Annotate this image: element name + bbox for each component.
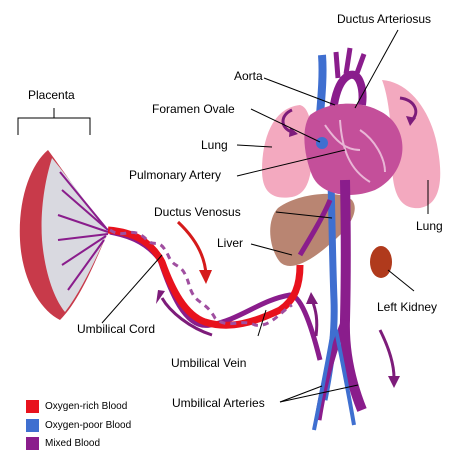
legend-swatch-oxygen-poor: [26, 419, 39, 432]
foramen-ovale-shunt: [316, 137, 328, 149]
leader-aorta: [263, 77, 336, 106]
label-pulmonary-artery: Pulmonary Artery: [129, 168, 222, 182]
legend-swatch-oxygen-rich: [26, 400, 39, 413]
legend-swatch-mixed: [26, 437, 39, 450]
leader-foramen-ovale: [250, 108, 321, 143]
leader-umbilical-cord: [101, 254, 163, 324]
leader-pulmonary-artery: [236, 149, 346, 177]
left-lung: [262, 105, 312, 198]
label-umbilical-cord: Umbilical Cord: [77, 322, 156, 336]
flow-arrow-purple-mid-head: [306, 292, 318, 304]
legend-label-oxygen-rich: Oxygen-rich Blood: [45, 401, 128, 412]
flow-arrow-purple-left-head: [156, 290, 165, 304]
label-ductus-arteriosus: Ductus Arteriosus: [337, 12, 432, 26]
label-liver: Liver: [217, 236, 244, 250]
label-lung-left: Lung: [201, 138, 228, 152]
flow-arrow-lung-left-head: [289, 127, 298, 137]
placenta-membrane: [41, 158, 109, 312]
leader-ductus-arteriosus: [354, 29, 399, 109]
flow-arrow-red: [176, 220, 208, 276]
leader-ductus-venosus: [275, 211, 333, 219]
leader-liver: [250, 243, 293, 256]
leader-umbilical-arteries-2: [279, 384, 359, 403]
flow-arrow-lung-right-head: [406, 116, 416, 126]
flow-arrow-purple-right-head: [388, 376, 400, 388]
label-foramen-ovale: Foramen Ovale: [152, 102, 235, 116]
ductus-venosus-vessel: [297, 199, 333, 257]
left-kidney: [370, 246, 392, 278]
label-placenta: Placenta: [28, 88, 75, 102]
flow-arrow-purple-left: [160, 297, 213, 337]
leader-lung-left: [236, 144, 273, 148]
leader-umbilical-vein: [257, 309, 267, 337]
heart-detail: [324, 119, 386, 183]
umbilical-cord-twist: [109, 228, 293, 327]
placenta-bracket: [17, 108, 91, 135]
right-lung: [382, 80, 441, 209]
leader-left-kidney: [387, 269, 415, 292]
flow-arrow-red-head: [199, 270, 212, 284]
leader-umbilical-arteries-1: [279, 385, 323, 403]
label-lung-right: Lung: [416, 219, 443, 233]
legend-label-oxygen-poor: Oxygen-poor Blood: [45, 420, 132, 431]
placenta-vessels: [57, 171, 109, 291]
label-umbilical-vein: Umbilical Vein: [171, 356, 247, 370]
flow-arrow-lung-left: [281, 108, 293, 134]
label-aorta: Aorta: [234, 69, 263, 83]
umbilical-vein-path: [107, 226, 304, 329]
aortic-branches: [333, 47, 367, 79]
flow-arrow-purple-right: [378, 329, 396, 379]
leader-lines: [101, 29, 429, 403]
label-umbilical-arteries: Umbilical Arteries: [172, 396, 265, 410]
legend-label-mixed: Mixed Blood: [45, 438, 101, 449]
label-left-kidney: Left Kidney: [377, 300, 438, 314]
descending-aorta: [339, 179, 367, 412]
label-ductus-venosus: Ductus Venosus: [154, 205, 241, 219]
iliac-blue: [312, 329, 356, 431]
